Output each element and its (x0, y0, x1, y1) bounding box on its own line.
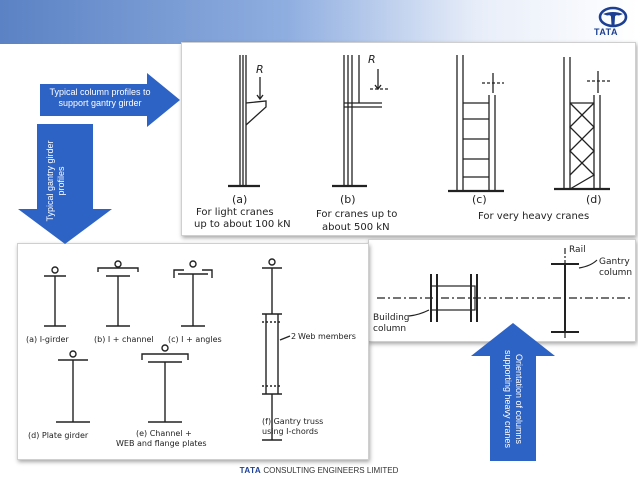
building-label-line1: Building (373, 313, 410, 323)
orientation-callout: Orientation of columns supporting heavy … (487, 340, 539, 458)
column-profiles-panel: R R (a) (b) (c) (d) For light cranes up … (181, 42, 636, 236)
gantry-label-line2: column (599, 268, 632, 278)
orientation-drawing: Rail Gantry column Building column (373, 245, 632, 338)
gantry-label-line1: Gantry (599, 257, 630, 267)
building-label-line2: column (373, 324, 406, 334)
down-arrow-icon (18, 124, 112, 244)
right-arrow-icon (40, 73, 180, 127)
caption-b-line1: For cranes up to (316, 209, 397, 220)
caption-cd: For very heavy cranes (478, 211, 589, 222)
girder-b-label: (b) I + channel (94, 335, 154, 344)
footer-brand: TATA (239, 466, 262, 475)
web-members-label: Web members (298, 332, 356, 341)
column-profiles-drawing: R R (a) (b) (c) (d) For light cranes up … (194, 53, 610, 233)
girder-a-label: (a) I-girder (26, 335, 69, 344)
fig-b-label: (b) (340, 193, 356, 206)
girder-profiles-drawing: (a) I-girder (b) I + channel (c) I + ang… (26, 258, 356, 448)
footer-company: CONSULTING ENGINEERS LIMITED (263, 466, 399, 475)
caption-a-line1: For light cranes (196, 207, 274, 218)
tata-logo-icon (598, 6, 628, 28)
header-band (0, 0, 638, 44)
girder-f-line1: (f) Gantry truss (262, 417, 323, 426)
logo-text: TATA (594, 27, 618, 37)
column-profiles-callout: Typical column profiles to support gantr… (49, 87, 151, 108)
girder-profiles-panel: (a) I-girder (b) I + channel (c) I + ang… (17, 243, 369, 460)
girder-profiles-callout-line1: Typical gantry girder (45, 140, 55, 222)
caption-a-line2: up to about 100 kN (194, 219, 291, 230)
fig-c-label: (c) (472, 193, 487, 206)
load-label-b: R (368, 53, 376, 66)
girder-f-line2: using I-chords (262, 427, 318, 436)
girder-d-label: (d) Plate girder (28, 431, 89, 440)
orientation-callout-line1: Orientation of columns (514, 353, 524, 445)
girder-c-label: (c) I + angles (168, 335, 222, 344)
girder-e-line1: (e) Channel + (136, 429, 192, 438)
fig-a-label: (a) (232, 193, 247, 206)
rail-label: Rail (569, 245, 586, 255)
girder-e-line2: WEB and flange plates (116, 439, 207, 448)
fig-d-label: (d) (586, 193, 602, 206)
orientation-callout-line2: supporting heavy cranes (503, 349, 513, 449)
caption-b-line2: about 500 kN (322, 222, 390, 233)
girder-profiles-callout: Typical gantry girder profiles (34, 122, 78, 240)
footer: TATA CONSULTING ENGINEERS LIMITED (0, 466, 638, 475)
girder-profiles-callout-line2: profiles (56, 166, 66, 196)
load-label-a: R (256, 63, 264, 76)
web-members-count: 2 (291, 332, 296, 341)
up-arrow-icon (471, 323, 555, 461)
